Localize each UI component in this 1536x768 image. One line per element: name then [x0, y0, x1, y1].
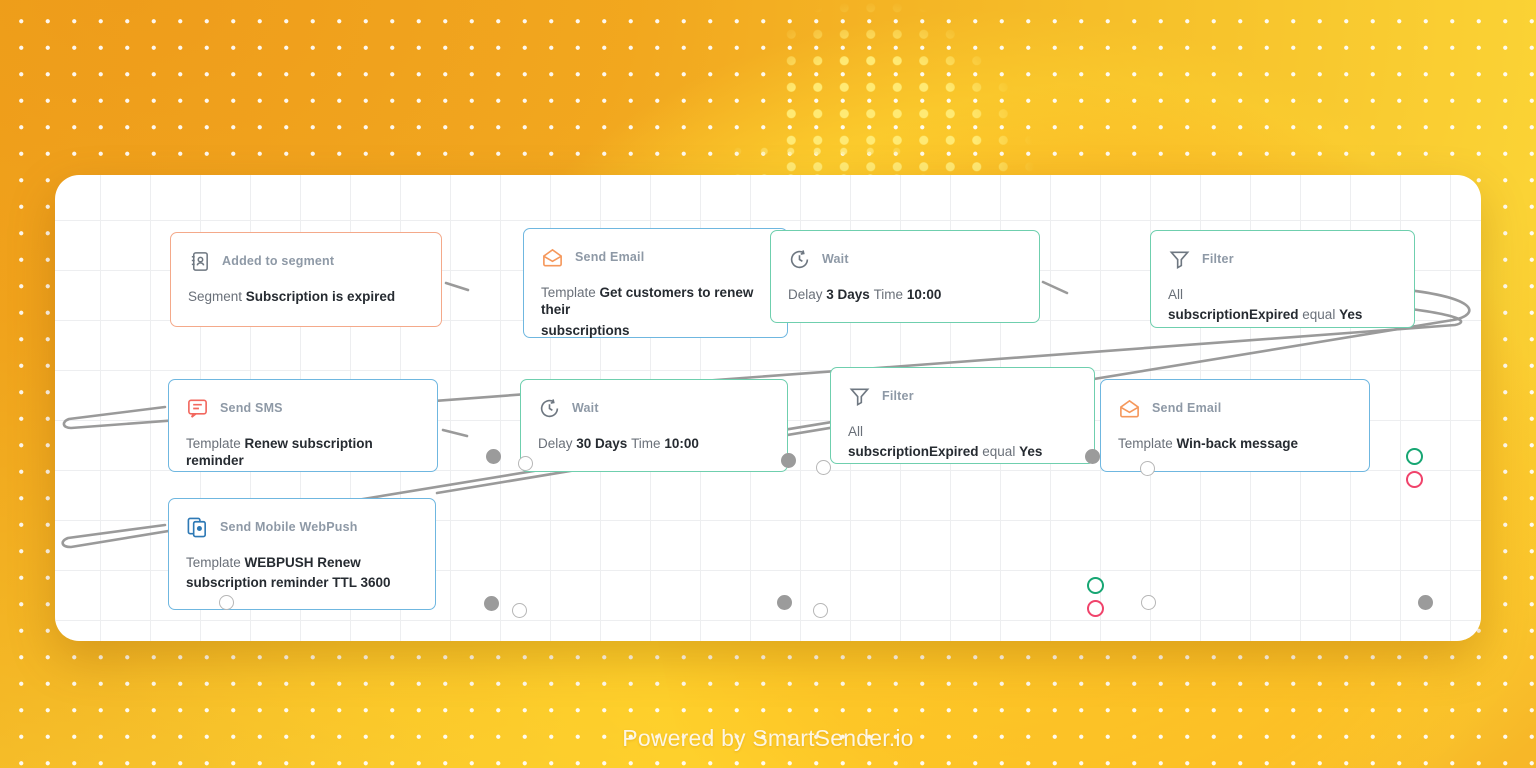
node-type-label: Wait: [572, 401, 599, 415]
node-send-mobile-webpush[interactable]: Send Mobile WebPush Template WEBPUSH Ren…: [168, 498, 436, 610]
node-line: Template WEBPUSH Renew: [186, 555, 361, 570]
node-filter-1[interactable]: Filter All subscriptionExpired equal Yes: [1150, 230, 1415, 328]
edge-segment-to-email1: [444, 281, 470, 292]
node-type-label: Filter: [882, 389, 914, 403]
funnel-icon: [1169, 250, 1190, 269]
port-in-email2[interactable]: [1141, 595, 1156, 610]
node-header: Send Mobile WebPush: [186, 514, 418, 540]
port-out-segment[interactable]: [486, 449, 501, 464]
port-out-wait1[interactable]: [1085, 449, 1100, 464]
clock-refresh-icon: [790, 249, 809, 268]
node-line: Template Get customers to renew their: [541, 285, 754, 318]
port-out-email2[interactable]: [1418, 595, 1433, 610]
port-in-wait1[interactable]: [816, 460, 831, 475]
node-header: Send Email: [541, 244, 770, 270]
port-out-sms[interactable]: [484, 596, 499, 611]
node-type-label: Wait: [822, 252, 849, 266]
port-in-email1[interactable]: [518, 456, 533, 471]
node-send-email-1[interactable]: Send Email Template Get customers to ren…: [523, 228, 788, 338]
node-wait-1[interactable]: Wait Delay 3 Days Time 10:00: [770, 230, 1040, 323]
node-body: Template Get customers to renew their su…: [541, 284, 770, 339]
node-header: Wait: [788, 246, 1022, 272]
port-out-wait2[interactable]: [777, 595, 792, 610]
port-out-filter1-false[interactable]: [1406, 471, 1423, 488]
node-body: Delay 30 Days Time 10:00: [538, 435, 770, 452]
node-header: Send Email: [1118, 395, 1352, 421]
edge-filter1-true-to-sms: [62, 303, 1463, 430]
port-in-filter1[interactable]: [1140, 461, 1155, 476]
port-out-email1[interactable]: [781, 453, 796, 468]
node-type-label: Send Email: [575, 250, 645, 264]
node-type-label: Send Mobile WebPush: [220, 520, 358, 534]
node-type-label: Send SMS: [220, 401, 283, 415]
node-header: Filter: [1168, 246, 1397, 272]
node-line: Template Renew subscription reminder: [186, 436, 373, 469]
node-body: All subscriptionExpired equal Yes: [1168, 286, 1397, 324]
open-envelope-icon: [543, 248, 562, 267]
node-line: subscriptionExpired equal Yes: [848, 444, 1043, 460]
sms-bubble-icon: [188, 399, 207, 418]
port-out-filter1-true[interactable]: [1406, 448, 1423, 465]
node-line: Delay 30 Days Time 10:00: [538, 436, 699, 451]
node-body: Template Win-back message: [1118, 435, 1352, 452]
node-body: Segment Subscription is expired: [188, 288, 424, 305]
node-header: Send SMS: [186, 395, 420, 421]
node-body: All subscriptionExpired equal Yes: [848, 423, 1077, 461]
automation-flow-canvas[interactable]: Added to segment Segment Subscription is…: [55, 175, 1481, 641]
node-added-to-segment[interactable]: Added to segment Segment Subscription is…: [170, 232, 442, 327]
open-envelope-icon: [1120, 399, 1139, 418]
node-filter-2[interactable]: Filter All subscriptionExpired equal Yes: [830, 367, 1095, 464]
node-line: subscription reminder TTL 3600: [186, 575, 391, 591]
port-out-filter2-false[interactable]: [1087, 600, 1104, 617]
edge-filter1-false-to-webpush: [61, 285, 1471, 549]
node-line: All: [1168, 287, 1184, 302]
node-type-label: Send Email: [1152, 401, 1222, 415]
node-line: subscriptions: [541, 322, 630, 338]
node-send-sms[interactable]: Send SMS Template Renew subscription rem…: [168, 379, 438, 472]
node-line: Template Win-back message: [1118, 436, 1298, 451]
node-header: Added to segment: [188, 248, 424, 274]
node-header: Wait: [538, 395, 770, 421]
node-line: All: [848, 424, 864, 439]
node-type-label: Filter: [1202, 252, 1234, 266]
address-book-icon: [191, 251, 208, 271]
port-in-wait2[interactable]: [512, 603, 527, 618]
powered-by-footer: Powered by SmartSender.io: [622, 725, 914, 751]
node-header: Filter: [848, 383, 1077, 409]
node-body: Template WEBPUSH Renew subscription remi…: [186, 554, 418, 592]
node-body: Delay 3 Days Time 10:00: [788, 286, 1022, 303]
clock-refresh-icon: [540, 398, 559, 417]
node-send-email-2[interactable]: Send Email Template Win-back message: [1100, 379, 1370, 472]
node-wait-2[interactable]: Wait Delay 30 Days Time 10:00: [520, 379, 788, 472]
funnel-icon: [849, 387, 870, 406]
node-line: subscriptionExpired equal Yes: [1168, 307, 1363, 323]
node-line: Segment Subscription is expired: [188, 289, 396, 304]
edge-wait1-to-filter1: [1041, 280, 1069, 295]
node-type-label: Added to segment: [222, 254, 335, 268]
node-body: Template Renew subscription reminder: [186, 435, 420, 470]
port-out-filter2-true[interactable]: [1087, 577, 1104, 594]
edge-sms-to-wait2: [441, 428, 469, 438]
port-in-sms[interactable]: [219, 595, 234, 610]
mobile-webpush-icon: [187, 517, 206, 537]
port-in-filter2[interactable]: [813, 603, 828, 618]
node-line: Delay 3 Days Time 10:00: [788, 287, 942, 302]
